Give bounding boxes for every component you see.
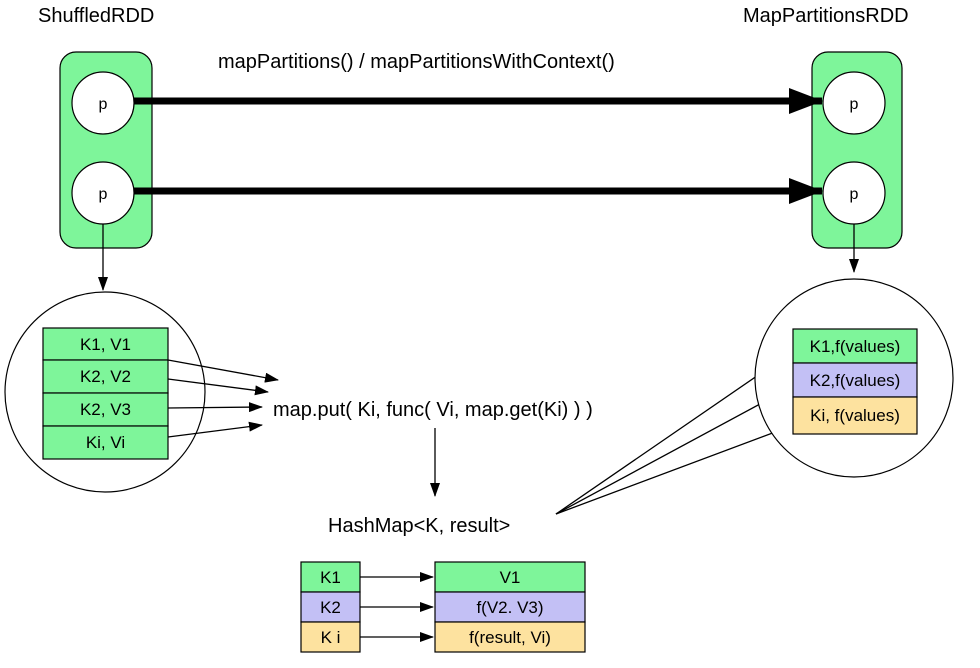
hashmap-key-cell xyxy=(300,561,361,593)
input-record-text: Ki, Vi xyxy=(86,433,125,452)
map-put-label: map.put( Ki, func( Vi, map.get(Ki) ) ) xyxy=(273,399,593,421)
right-partition-2-label: p xyxy=(850,186,859,203)
hashmap-label: HashMap<K, result> xyxy=(328,515,510,537)
input-record-text: K1, V1 xyxy=(80,335,131,354)
hashmap-table: K1 K2 K i V1 f(V2. V3) f(result, Vi) xyxy=(300,561,586,653)
output-record-text: K2,f(values) xyxy=(810,371,901,390)
record-to-map-arrow-3 xyxy=(167,402,263,413)
input-record-row xyxy=(42,425,169,460)
hashmap-value-cell xyxy=(434,621,586,653)
input-record-text: K2, V2 xyxy=(80,367,131,386)
right-partition-1 xyxy=(822,71,886,135)
output-records-table: K1,f(values) K2,f(values) Ki, f(values) xyxy=(792,328,918,435)
hashmap-value-text: f(result, Vi) xyxy=(469,628,551,647)
input-record-text: K2, V3 xyxy=(80,400,131,419)
record-to-map-arrow-4 xyxy=(167,421,263,438)
map-partitions-rdd-label: MapPartitionsRDD xyxy=(743,5,909,27)
hashmap-key-text: K1 xyxy=(320,568,341,587)
output-record-text: Ki, f(values) xyxy=(810,406,900,425)
hashmap-key-cell xyxy=(300,621,361,653)
input-record-row xyxy=(42,327,169,361)
left-partition-2-label: p xyxy=(99,186,108,203)
transform-label: mapPartitions() / mapPartitionsWithConte… xyxy=(218,51,615,73)
shuffled-rdd-label: ShuffledRDD xyxy=(38,5,154,27)
hashmap-to-output-arrow-1 xyxy=(555,355,787,515)
record-to-map-arrow-2 xyxy=(167,378,269,396)
hashmap-key-text: K2 xyxy=(320,598,341,617)
left-partition-1-label: p xyxy=(99,96,108,113)
record-to-map-arrow-1 xyxy=(167,359,279,383)
hashmap-value-text: V1 xyxy=(500,568,521,587)
output-record-row xyxy=(792,396,918,435)
hashmap-key-cell xyxy=(300,591,361,623)
hashmap-to-output-arrow-3 xyxy=(555,427,787,515)
hashmap-to-output-arrow-2 xyxy=(555,389,787,515)
hashmap-value-cell xyxy=(434,561,586,593)
input-records-table: K1, V1 K2, V2 K2, V3 Ki, Vi xyxy=(42,327,169,460)
output-record-row xyxy=(792,328,918,364)
hashmap-value-text: f(V2. V3) xyxy=(476,598,543,617)
right-partition-1-label: p xyxy=(850,96,859,113)
output-record-text: K1,f(values) xyxy=(810,337,901,356)
hashmap-key-text: K i xyxy=(321,628,341,647)
